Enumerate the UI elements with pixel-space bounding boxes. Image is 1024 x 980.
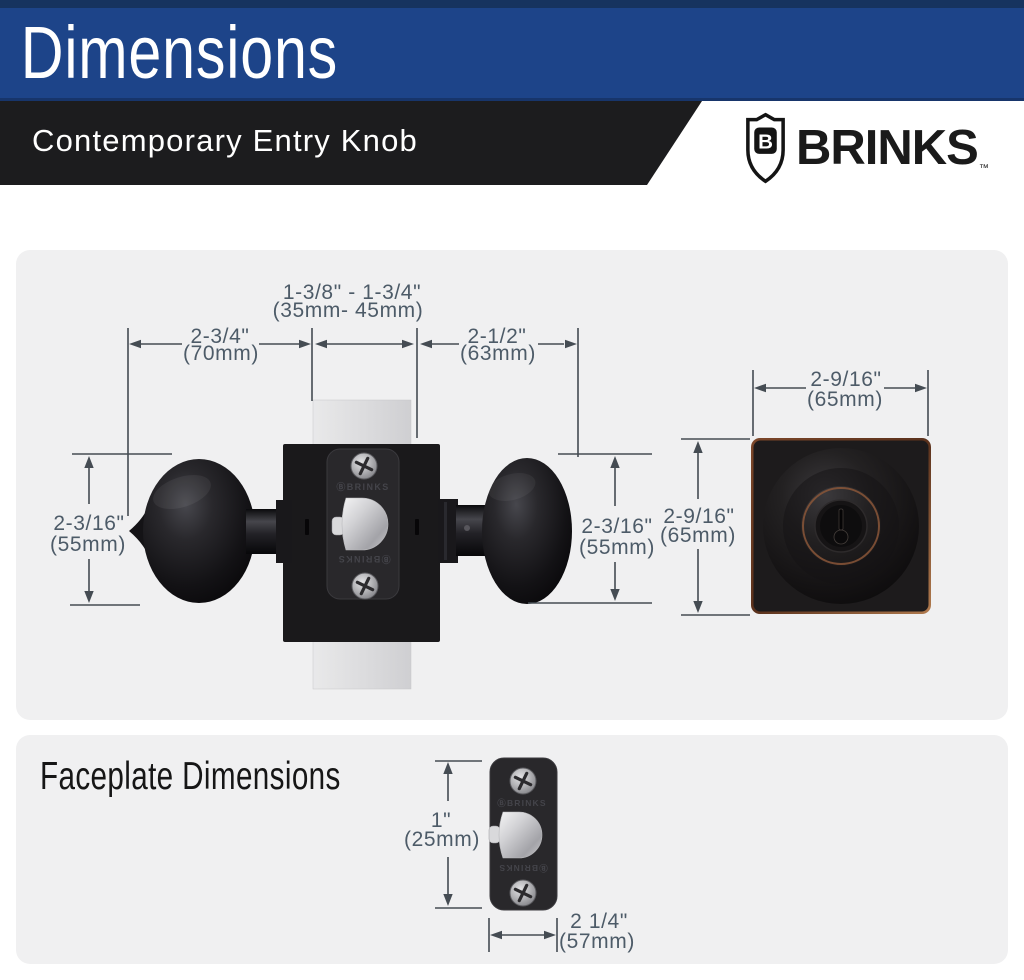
left-knob-height-mm: (55mm) <box>50 533 126 556</box>
latch-engraving-top: ⒷBRINKS <box>336 481 389 492</box>
latchbolt <box>341 497 389 551</box>
brinks-shield-icon: B <box>746 112 785 184</box>
brand-logo: B BRINKS ™ <box>742 112 989 184</box>
dimension-lines-knob-panel <box>70 328 929 616</box>
faceplate-engraving-top: ⒷBRINKS <box>497 798 547 808</box>
latchbolt-tab <box>488 825 501 844</box>
product-name: Contemporary Entry Knob <box>32 123 418 158</box>
latch-engraving-bottom: ⒷBRINKS <box>337 554 390 565</box>
extension-lines-rose-width <box>752 370 929 436</box>
extension-lines-top <box>127 328 579 516</box>
keyhole-circle-icon <box>833 529 849 545</box>
phillips-screw-icon <box>349 451 379 481</box>
ticks-left-knob <box>70 453 172 606</box>
product-banner: Contemporary Entry Knob <box>0 101 702 185</box>
left-knob <box>143 459 255 603</box>
right-knob-highlight <box>488 472 536 502</box>
rose-height-mm: (65mm) <box>660 524 736 547</box>
left-width-inches: 2-3/4" <box>191 325 250 348</box>
ticks-faceplate-height <box>435 760 482 909</box>
dimension-labels-faceplate: 1" (25mm) 2 1/4" (57mm) <box>404 809 635 953</box>
ticks-rose-height <box>681 438 750 616</box>
faceplate-heading: Faceplate Dimensions <box>40 755 341 798</box>
faceplate-height-mm: (25mm) <box>404 828 480 851</box>
brand-trademark: ™ <box>978 163 989 174</box>
faceplate-height-inches: 1" <box>431 809 451 832</box>
dimensions-diagram: ⒷBRINKS ⒷBRINKS 1-3/8" <box>16 250 1008 964</box>
latchbolt <box>498 811 543 859</box>
rose-height-inches: 2-9/16" <box>663 505 734 528</box>
chassis-slot-left <box>305 519 309 535</box>
ticks-right-knob <box>528 453 652 604</box>
right-knob-height-mm: (55mm) <box>579 536 655 559</box>
right-width-inches: 2-1/2" <box>468 325 527 348</box>
faceplate-engraving-bottom: ⒷBRINKS <box>498 863 548 873</box>
faceplate-width-mm: (57mm) <box>559 930 635 953</box>
rose-width-mm: (65mm) <box>807 388 883 411</box>
top-accent-strip <box>0 0 1024 8</box>
left-width-mm: (70mm) <box>183 342 259 365</box>
faceplate-view: ⒷBRINKS ⒷBRINKS <box>488 757 558 911</box>
title-bar: Dimensions <box>0 8 1024 101</box>
phillips-screw-icon <box>508 878 538 908</box>
faceplate-width-inches: 2 1/4" <box>570 910 628 933</box>
page-title: Dimensions <box>20 11 339 94</box>
shield-letter: B <box>758 130 773 153</box>
right-knob-collar <box>438 499 458 563</box>
keyhole-slot-icon <box>838 508 844 531</box>
rose-width-inches: 2-9/16" <box>810 368 881 391</box>
chassis-slot-right <box>415 519 419 535</box>
dimension-lines-faceplate <box>435 760 558 952</box>
right-width-mm: (63mm) <box>460 342 536 365</box>
right-knob-height-inches: 2-3/16" <box>581 515 652 538</box>
right-knob <box>482 458 572 604</box>
left-knob-collar <box>276 500 292 563</box>
brand-name: BRINKS <box>796 121 979 175</box>
backset-mm: (35mm- 45mm) <box>273 299 424 322</box>
left-knob-highlight <box>153 474 211 510</box>
header: Dimensions Contemporary Entry Knob B BRI… <box>0 0 1024 185</box>
left-knob-neck <box>246 509 279 554</box>
left-knob-height-inches: 2-3/16" <box>53 512 124 535</box>
extension-lines-faceplate-width <box>488 918 558 952</box>
backset-inches: 1-3/8" - 1-3/4" <box>283 281 421 304</box>
shield-badge <box>754 127 777 154</box>
set-screw-icon <box>464 525 470 531</box>
banner-row: Contemporary Entry Knob B BRINKS ™ <box>0 101 1024 185</box>
right-collar-ring <box>444 502 447 560</box>
knob-face-shadow-ring <box>783 468 899 584</box>
knob-side-view: ⒷBRINKS ⒷBRINKS <box>129 399 572 690</box>
dimension-labels-knob-panel: 1-3/8" - 1-3/4" (35mm- 45mm) 2-3/4" (70m… <box>50 281 883 559</box>
bronze-accent-ring <box>802 487 880 565</box>
knob-front-view <box>751 438 931 614</box>
phillips-screw-icon <box>508 766 538 796</box>
faceplate-heading-group: Faceplate Dimensions <box>40 755 341 798</box>
phillips-screw-icon <box>350 571 380 601</box>
